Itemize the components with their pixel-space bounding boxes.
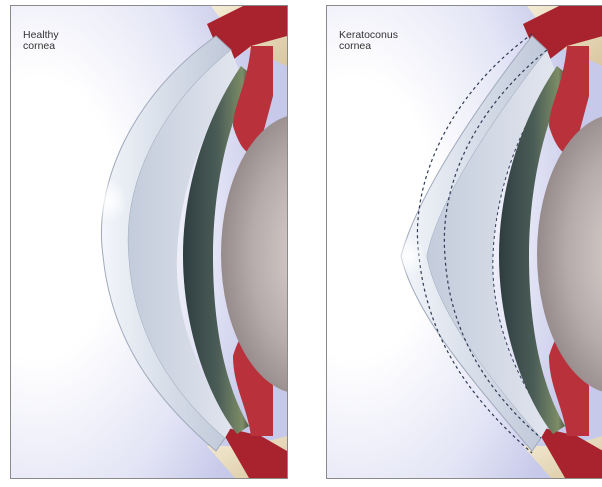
glare bbox=[393, 236, 425, 276]
glare bbox=[91, 179, 127, 223]
healthy-cornea-label: Healthy cornea bbox=[23, 30, 59, 52]
keratoconus-cornea-label: Keratoconus cornea bbox=[339, 30, 398, 52]
keratoconus-cornea-panel: Keratoconus cornea bbox=[326, 5, 602, 479]
keratoconus-eye-drawing bbox=[327, 6, 602, 478]
healthy-cornea-panel: Healthy cornea bbox=[10, 5, 288, 479]
healthy-eye-drawing bbox=[11, 6, 287, 478]
